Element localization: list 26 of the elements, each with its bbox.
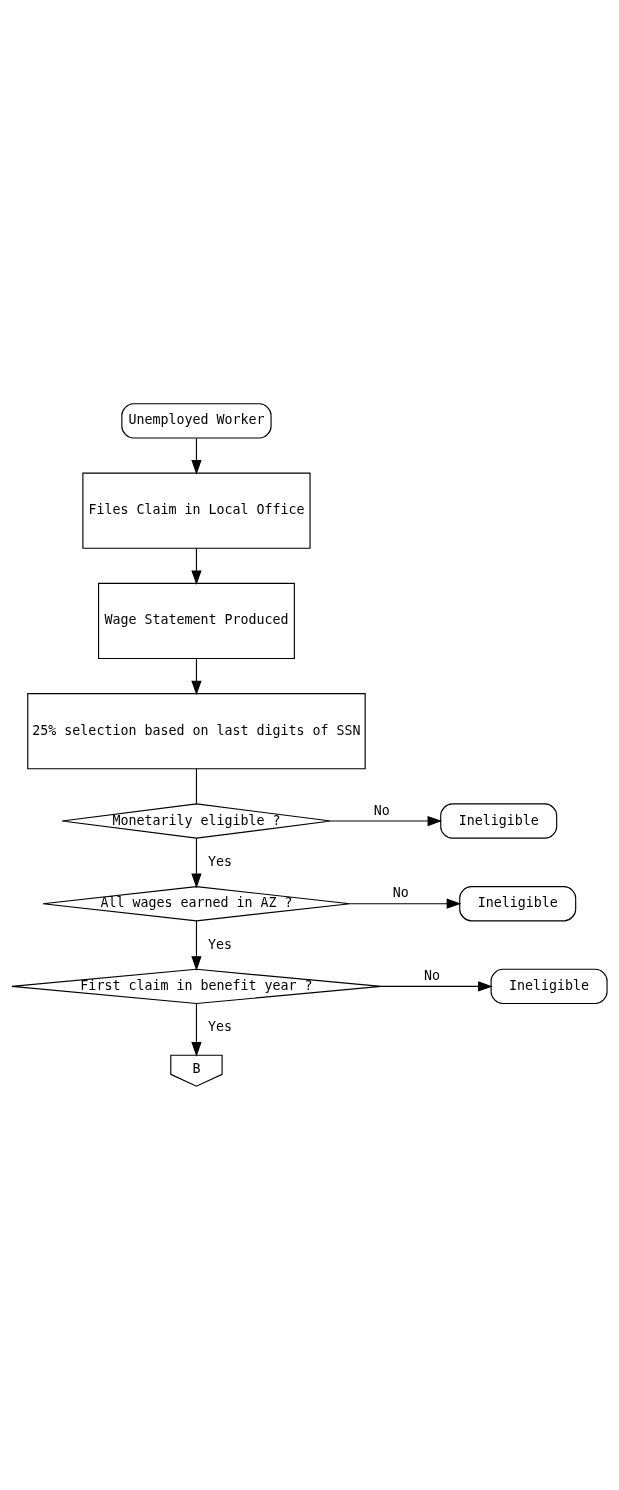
connector: [195, 768, 198, 805]
node-diamond: All wages earned in AZ ?: [42, 886, 351, 922]
node-diamond: First claim in benefit year ?: [11, 968, 382, 1005]
node-box: Unemployed Worker: [121, 403, 272, 439]
arrow: [191, 920, 202, 971]
edge-label: No: [424, 967, 441, 983]
edge-label: No: [373, 802, 390, 818]
arrow: [191, 1003, 202, 1057]
node-box: Files Claim in Local Office: [82, 472, 311, 549]
node-box: Wage Statement Produced: [98, 582, 295, 660]
node-diamond: Monetarily eligible ?: [61, 803, 332, 839]
arrow: [191, 658, 202, 696]
edge-label: Yes: [208, 1019, 233, 1035]
arrow: [191, 437, 202, 475]
arrow: [380, 981, 493, 992]
arrow: [191, 837, 202, 889]
arrow: [330, 815, 443, 827]
arrow: [349, 898, 462, 909]
node-box: Ineligible: [459, 886, 577, 922]
edge-label: Yes: [208, 853, 233, 869]
edge-label: No: [392, 885, 409, 901]
edge-label: Yes: [208, 936, 233, 952]
node-box: Ineligible: [440, 803, 558, 839]
node-box: Ineligible: [490, 968, 608, 1005]
node-box: 25% selection based on last digits of SSN: [27, 693, 366, 770]
arrow: [191, 547, 202, 586]
